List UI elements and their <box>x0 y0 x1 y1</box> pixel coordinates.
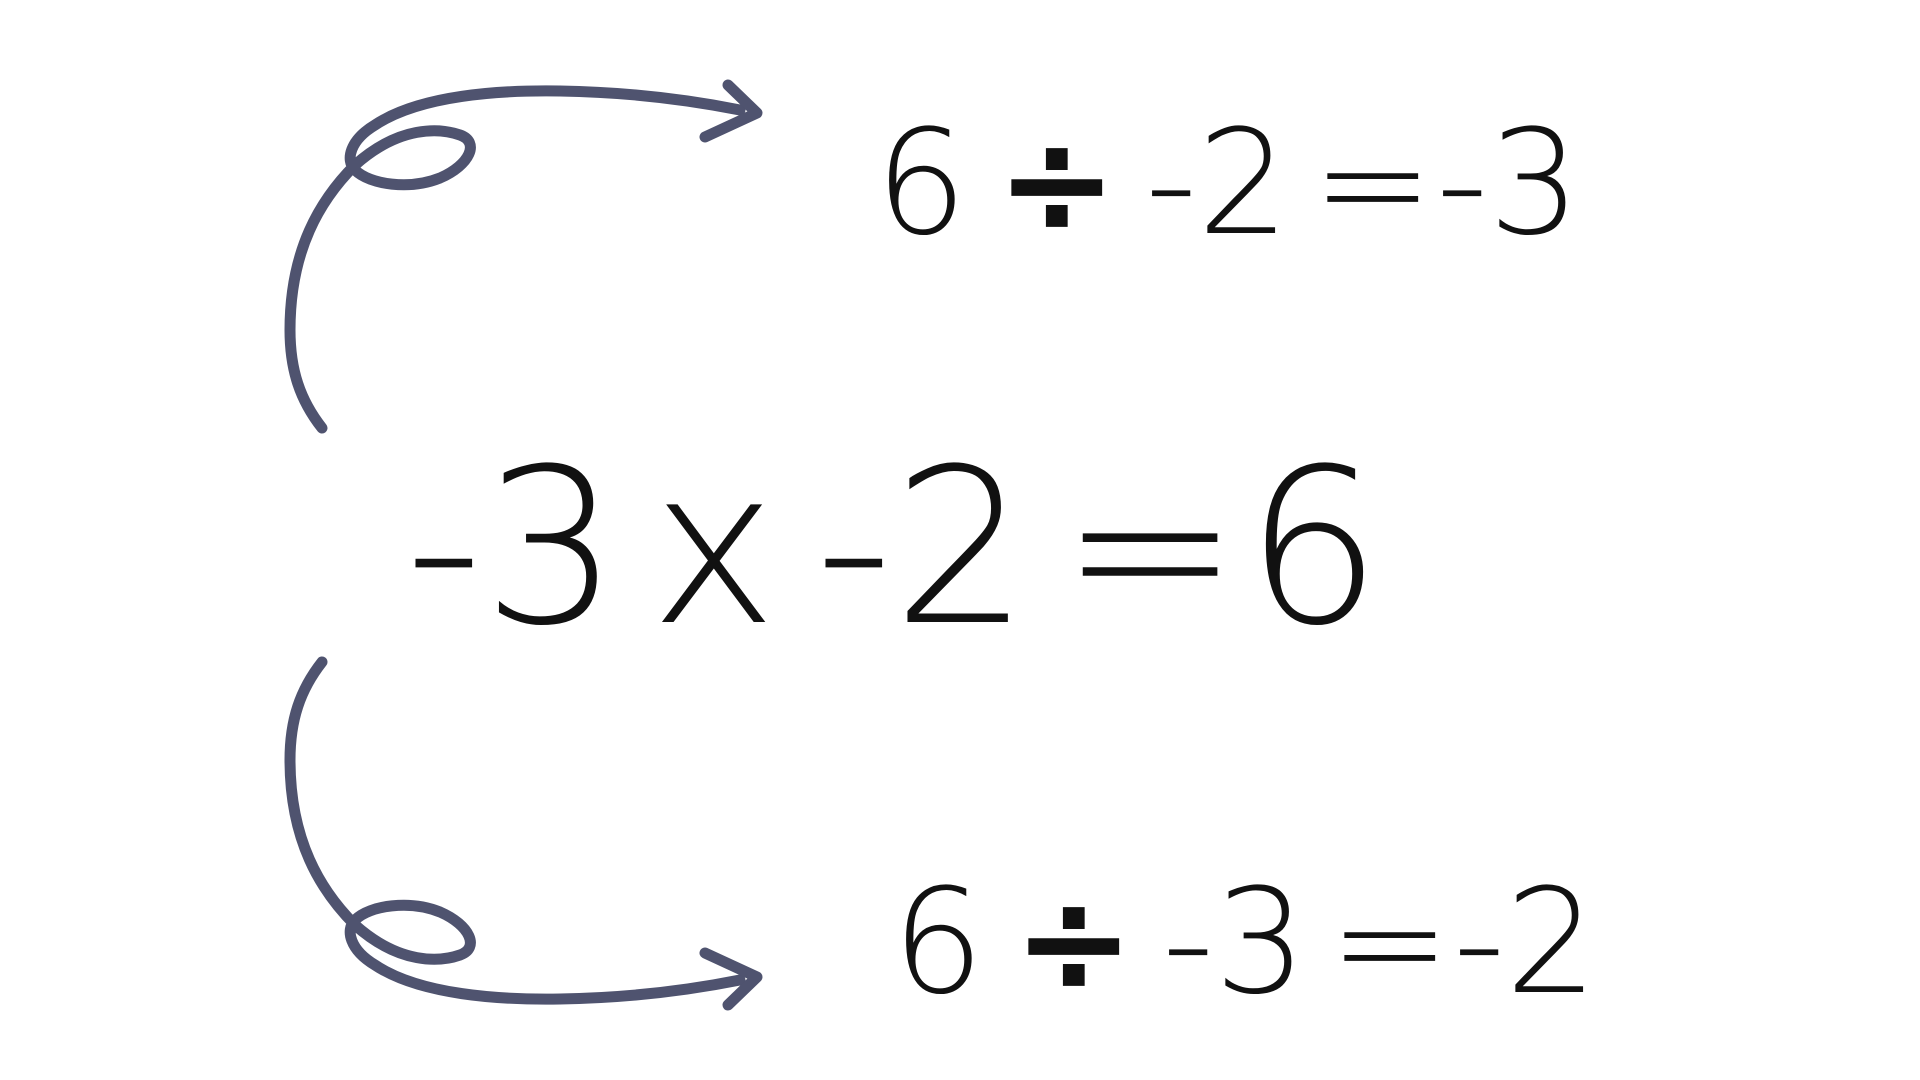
middle-left-operand: -3 <box>405 422 620 673</box>
top-divisor: -2 <box>1145 99 1290 268</box>
bottom-arrowhead <box>699 947 763 1011</box>
top-dividend: 6 <box>875 99 968 268</box>
top-curved-arrow-icon <box>284 85 746 434</box>
bottom-dividend: 6 <box>892 858 985 1027</box>
top-result: -3 <box>1436 99 1581 268</box>
top-equals: = <box>1312 99 1434 268</box>
bottom-equals: = <box>1329 858 1451 1027</box>
top-arrowhead <box>699 79 763 143</box>
bottom-divide-symbol: ÷ <box>1013 858 1135 1027</box>
middle-multiply-symbol: x <box>650 422 778 673</box>
middle-equals: = <box>1060 422 1241 673</box>
middle-result: 6 <box>1245 422 1382 673</box>
bottom-result: -2 <box>1453 858 1598 1027</box>
top-divide-symbol: ÷ <box>996 99 1118 268</box>
bottom-curved-arrow-icon <box>284 656 746 1005</box>
bottom-divisor: -3 <box>1162 858 1307 1027</box>
middle-right-operand: -2 <box>815 422 1030 673</box>
